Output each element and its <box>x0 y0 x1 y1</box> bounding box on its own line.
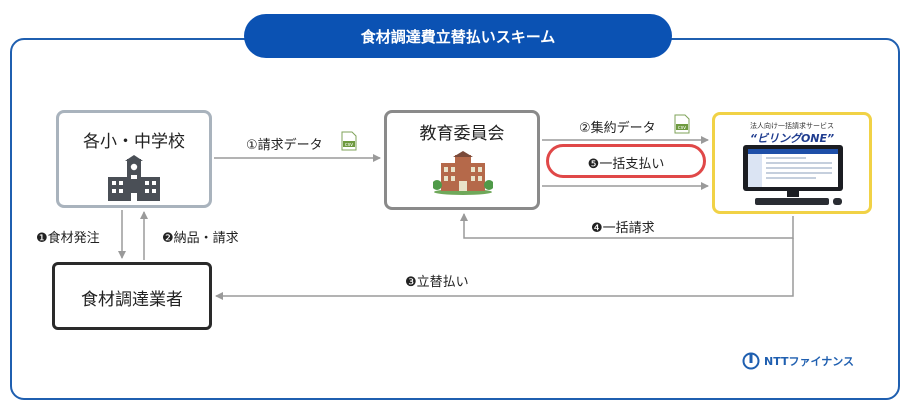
office-building-icon <box>433 151 493 195</box>
vendor-node: 食材調達業者 <box>52 262 212 330</box>
step-invoice-data: ①請求データ <box>246 138 323 153</box>
step-order: ❶食材発注 <box>36 231 100 246</box>
board-label: 教育委員会 <box>419 124 505 144</box>
school-label: 各小・中学校 <box>83 132 185 152</box>
csv-badge-text: csv <box>678 125 686 131</box>
step-advance-payment: ❸立替払い <box>405 275 469 290</box>
csv-file-icon: csv <box>341 131 357 151</box>
ntt-finance-logo: NTTファイナンス <box>742 352 854 370</box>
arrow-billing-to-vendor <box>215 238 794 300</box>
ntt-logo-icon <box>742 352 760 370</box>
vendor-label: 食材調達業者 <box>81 290 183 310</box>
service-subtitle: 法人向け一括請求サービス <box>750 122 834 130</box>
step-delivery-invoice: ❷納品・請求 <box>162 231 239 246</box>
step-bulk-payment: ❺一括支払い <box>587 157 665 172</box>
csv-file-icon: csv <box>674 114 690 134</box>
computer-monitor-icon <box>743 145 843 205</box>
billing-service-node: 法人向け一括請求サービス “ビリングONE” <box>712 112 872 214</box>
step-aggregate-data: ②集約データ <box>579 121 656 136</box>
arrow-billing-to-board <box>460 213 794 239</box>
csv-badge-text: csv <box>345 142 353 148</box>
scheme-title-text: 食材調達費立替払いスキーム <box>360 27 556 46</box>
school-building-icon <box>108 155 160 201</box>
school-node: 各小・中学校 <box>56 110 212 208</box>
step-bulk-invoice: ❹一括請求 <box>591 221 655 236</box>
logo-text: NTTファイナンス <box>764 355 855 368</box>
scheme-title: 食材調達費立替払いスキーム <box>244 14 672 58</box>
bulk-payment-highlight: ❺一括支払い <box>546 144 706 178</box>
board-node: 教育委員会 <box>384 110 540 210</box>
service-name: “ビリングONE” <box>749 132 835 145</box>
